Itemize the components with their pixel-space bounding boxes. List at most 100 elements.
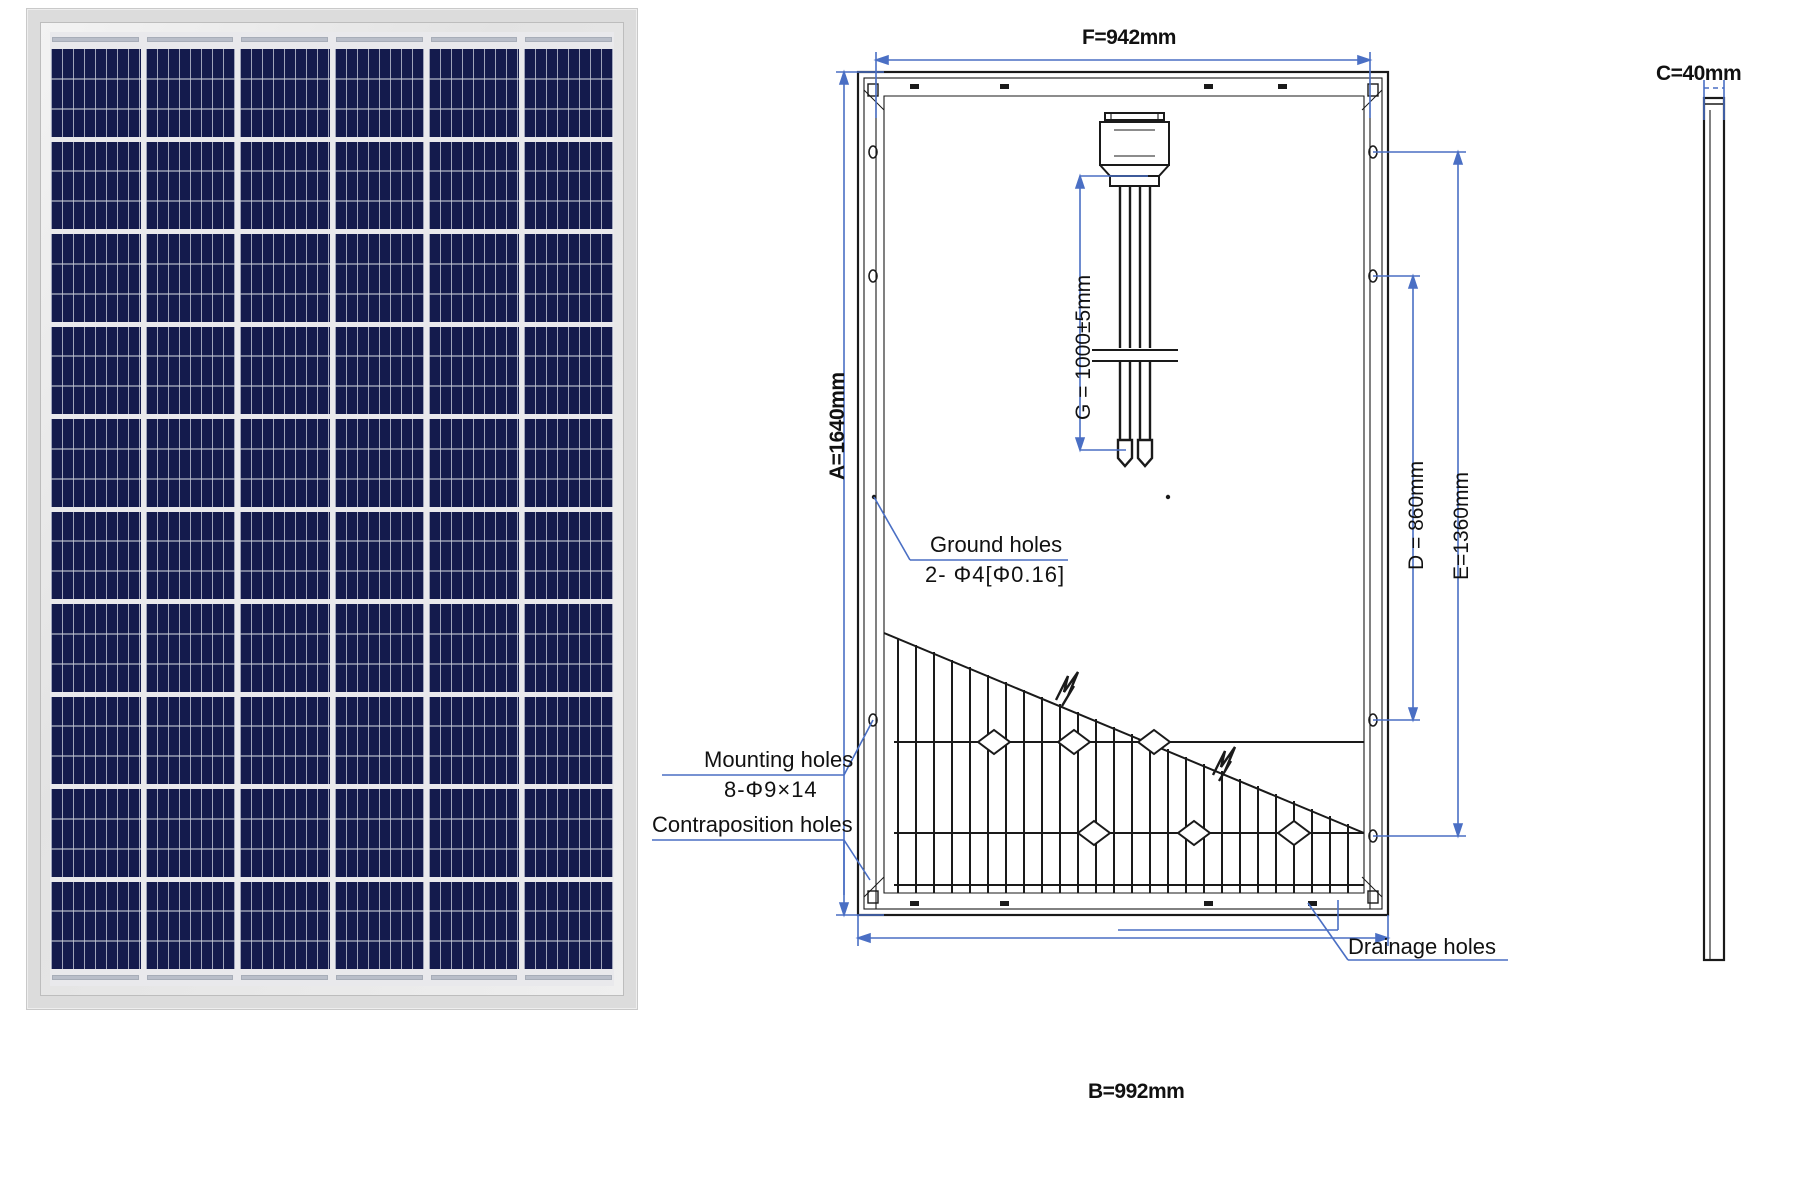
solar-cell <box>51 326 141 414</box>
solar-cell-grid <box>50 49 614 969</box>
solar-cell <box>145 419 235 507</box>
solar-cell <box>51 419 141 507</box>
solar-cell <box>429 604 519 692</box>
dimension-e-label: E=1360mm <box>1450 472 1473 580</box>
cell-busbar <box>51 262 141 265</box>
bus-ribbon <box>336 975 423 980</box>
solar-cell <box>145 234 235 322</box>
cell-busbar <box>51 355 141 358</box>
cell-busbar <box>240 447 330 450</box>
cell-busbar <box>334 447 424 450</box>
cell-busbar <box>523 570 613 573</box>
cell-busbar <box>523 540 613 543</box>
cell-busbar <box>145 477 235 480</box>
cell-busbar <box>523 200 613 203</box>
solar-cell <box>240 49 330 137</box>
cell-busbar <box>145 262 235 265</box>
cell-busbar <box>429 292 519 295</box>
cell-busbar <box>51 662 141 665</box>
mounting-holes-callout-title: Mounting holes <box>704 747 854 772</box>
solar-cell <box>51 789 141 877</box>
bus-ribbon <box>146 37 234 42</box>
solar-cell <box>240 419 330 507</box>
ground-holes-callout-spec: 2- Φ4[Φ0.16] <box>925 562 1066 587</box>
solar-cell <box>523 511 613 599</box>
solar-cell <box>429 49 519 137</box>
solar-cell <box>334 604 424 692</box>
cell-busbar <box>429 662 519 665</box>
cell-busbar <box>145 817 235 820</box>
cell-busbar <box>429 355 519 358</box>
solar-cell <box>523 326 613 414</box>
solar-cell <box>145 696 235 784</box>
dimension-f-label: F=942mm <box>1082 26 1176 49</box>
cell-busbar <box>51 447 141 450</box>
cell-busbar <box>523 662 613 665</box>
cell-busbar <box>51 385 141 388</box>
bus-ribbon <box>430 37 518 42</box>
cell-busbar <box>523 632 613 635</box>
cell-busbar <box>51 200 141 203</box>
solar-cell <box>523 419 613 507</box>
solar-cell <box>334 511 424 599</box>
cell-busbar <box>429 170 519 173</box>
cell-busbar <box>334 725 424 728</box>
cell-busbar <box>334 540 424 543</box>
cell-busbar <box>523 940 613 943</box>
cell-busbar <box>523 77 613 80</box>
cell-busbar <box>145 540 235 543</box>
cell-busbar <box>145 385 235 388</box>
cell-busbar <box>145 725 235 728</box>
solar-cell <box>51 234 141 322</box>
solar-cell <box>240 881 330 969</box>
cell-busbar <box>334 77 424 80</box>
solar-cell <box>523 604 613 692</box>
cell-busbar <box>145 355 235 358</box>
solar-cell <box>334 49 424 137</box>
cell-busbar <box>334 170 424 173</box>
top-bus-ribbons <box>50 34 614 46</box>
cell-busbar <box>334 817 424 820</box>
solar-cell <box>145 881 235 969</box>
cell-busbar <box>429 107 519 110</box>
solar-cell <box>429 511 519 599</box>
solar-cell <box>429 141 519 229</box>
cell-busbar <box>240 662 330 665</box>
cell-busbar <box>240 910 330 913</box>
cell-busbar <box>51 910 141 913</box>
drawing-vector-layer <box>652 52 1726 962</box>
cell-busbar <box>240 847 330 850</box>
bus-ribbon <box>525 37 613 42</box>
cell-busbar <box>429 77 519 80</box>
cell-busbar <box>429 847 519 850</box>
cell-busbar <box>240 570 330 573</box>
cell-busbar <box>334 107 424 110</box>
cell-busbar <box>51 292 141 295</box>
bus-ribbon <box>52 37 139 42</box>
solar-cell <box>523 789 613 877</box>
solar-cell <box>429 326 519 414</box>
cell-busbar <box>429 632 519 635</box>
bus-ribbon <box>336 37 423 42</box>
cell-busbar <box>145 847 235 850</box>
solar-cell <box>334 789 424 877</box>
cell-busbar <box>240 77 330 80</box>
solar-cell <box>429 789 519 877</box>
cell-busbar <box>334 477 424 480</box>
solar-cell <box>334 696 424 784</box>
solar-cell <box>51 141 141 229</box>
cell-busbar <box>145 170 235 173</box>
solar-cell <box>240 326 330 414</box>
cell-busbar <box>51 632 141 635</box>
cell-busbar <box>51 570 141 573</box>
cell-busbar <box>334 662 424 665</box>
solar-cell <box>51 696 141 784</box>
solar-cell <box>334 141 424 229</box>
mounting-holes-callout-spec: 8-Φ9×14 <box>724 777 818 802</box>
cell-busbar <box>51 755 141 758</box>
cell-busbar <box>145 107 235 110</box>
cell-busbar <box>523 910 613 913</box>
bus-ribbon <box>241 975 329 980</box>
cell-busbar <box>429 755 519 758</box>
